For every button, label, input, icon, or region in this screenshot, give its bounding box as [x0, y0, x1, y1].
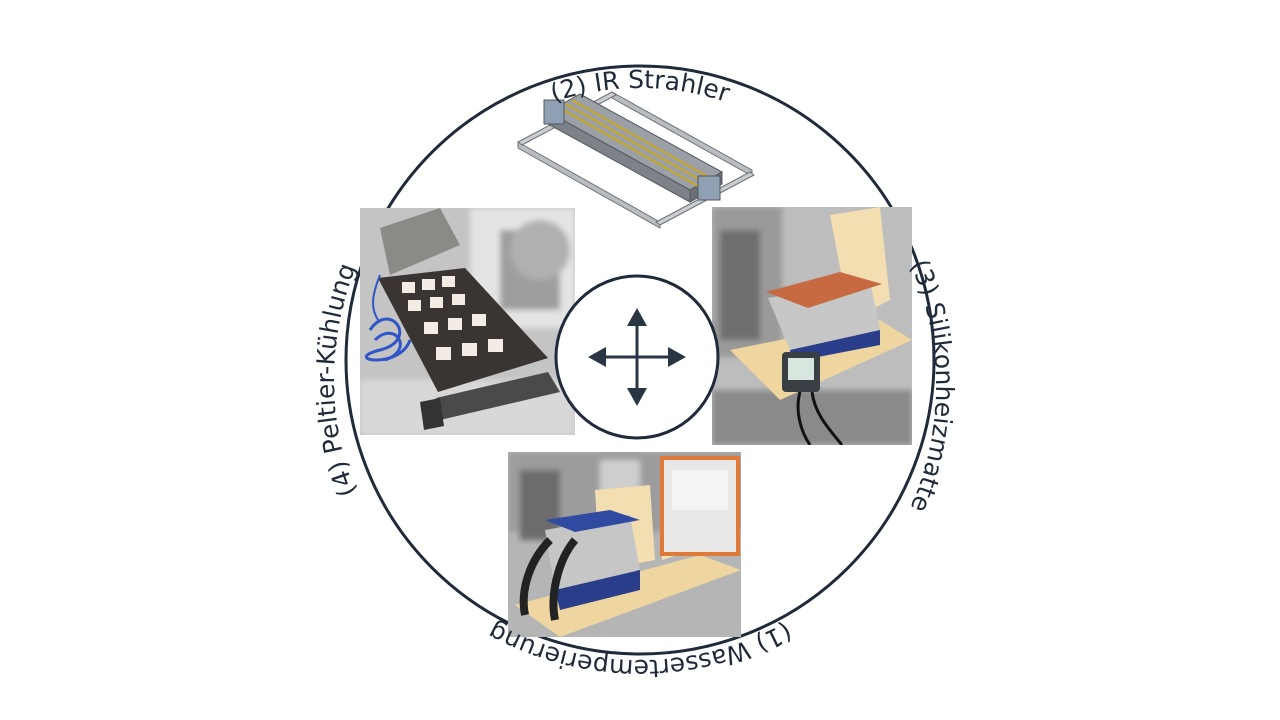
ir-emitter-image: [517, 91, 755, 229]
move-arrows-icon: [588, 308, 686, 406]
peltier-cooling-image: [360, 208, 575, 435]
silicone-heater-mat-image: [712, 207, 912, 445]
water-temperature-control-image: [508, 452, 741, 637]
